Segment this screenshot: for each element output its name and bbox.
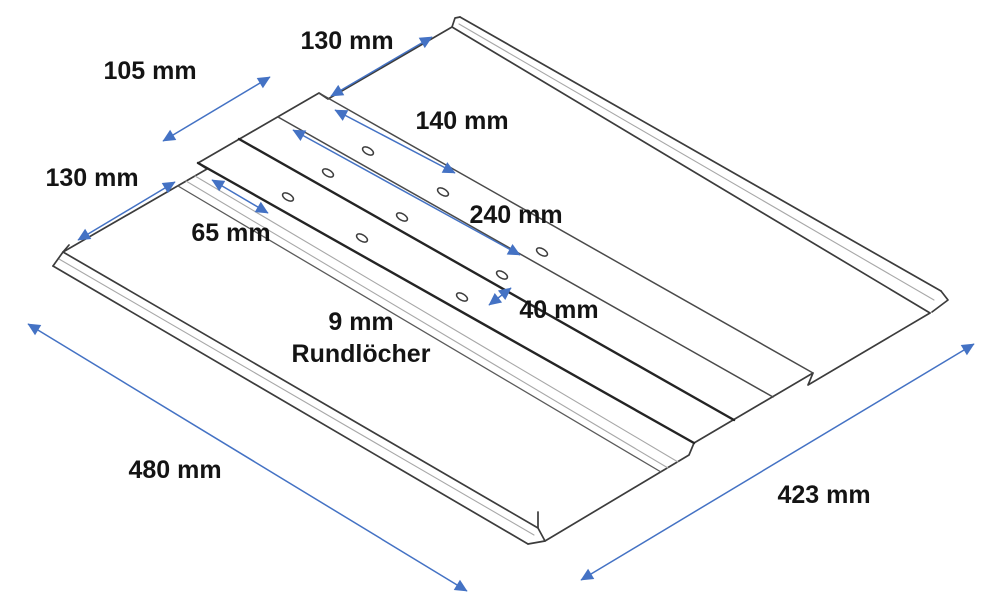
flange-fold-line — [451, 26, 931, 314]
flange-top-edge — [459, 16, 942, 292]
round-hole — [495, 270, 509, 280]
dimension-arrows — [27, 36, 975, 592]
seam-lines — [177, 92, 814, 473]
dimension-arrow-130mm-top — [330, 36, 433, 97]
seam-bend-line — [237, 137, 736, 422]
dimension-arrow-105mm — [162, 76, 271, 142]
round-hole — [436, 187, 450, 197]
dimension-label-130mm-top: 130 mm — [300, 27, 394, 55]
dimension-arrow-65mm — [211, 179, 269, 214]
round-hole — [281, 192, 295, 202]
round-hole — [455, 292, 469, 302]
round-hole — [355, 233, 369, 243]
seam-bend-line — [196, 161, 696, 445]
dimension-label-140mm: 140 mm — [415, 107, 509, 135]
dimension-arrow-480mm — [27, 323, 468, 592]
round-hole — [321, 168, 335, 178]
lip-end-folds — [52, 251, 546, 545]
panel-far-flange — [451, 16, 949, 314]
dimension-label-480mm: 480 mm — [128, 456, 222, 484]
near-edge — [62, 251, 539, 529]
dimension-label-65mm: 65 mm — [191, 219, 271, 247]
round-hole — [395, 212, 409, 222]
dimension-label-240mm: 240 mm — [469, 201, 563, 229]
dimension-label-105mm: 105 mm — [103, 57, 197, 85]
dimension-label-130mm-left: 130 mm — [45, 164, 139, 192]
dimension-label-40mm: 40 mm — [519, 296, 599, 324]
dimension-arrow-40mm — [488, 287, 512, 306]
dimension-arrow-130mm-left — [77, 181, 176, 241]
panel-right-end-edge — [544, 312, 931, 542]
panel-near-edge-lip — [52, 251, 546, 545]
flange-corner-fold-top — [451, 16, 461, 28]
dimension-arrow-423mm — [580, 343, 975, 581]
flange-thickness-line — [458, 23, 935, 301]
round-hole — [361, 146, 375, 156]
round-hole — [535, 247, 549, 257]
holes-annotation-type: Rundlöcher — [291, 340, 431, 368]
flange-corner-fold-right — [931, 290, 949, 313]
dimension-arrow-240mm — [292, 129, 521, 256]
dimension-label-423mm: 423 mm — [777, 481, 871, 509]
holes-annotation: 9 mm Rundlöcher — [292, 306, 431, 370]
holes-annotation-size: 9 mm — [328, 308, 394, 336]
right-end-cut-edge — [544, 312, 931, 542]
